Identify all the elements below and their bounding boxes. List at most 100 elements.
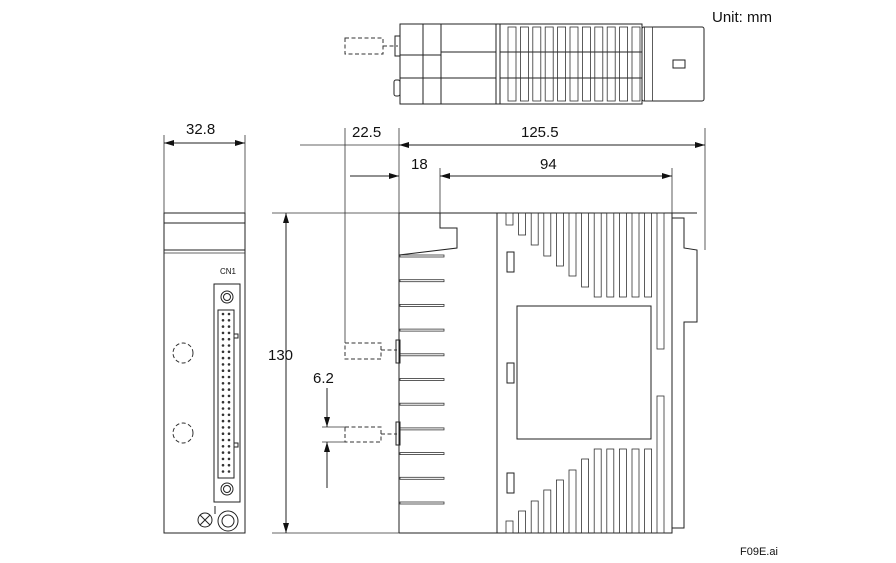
top-slat — [569, 26, 579, 102]
connector-pin — [221, 388, 225, 391]
dim-rear-offset: 22.5 — [352, 124, 381, 141]
connector-pin — [221, 375, 225, 379]
dim-body-depth: 94 — [540, 156, 557, 173]
dim-front-depth: 18 — [411, 156, 428, 173]
connector-pin — [227, 382, 231, 385]
connector-pin — [221, 445, 225, 448]
vent-slot — [656, 395, 665, 534]
top-slat — [532, 26, 542, 102]
connector-pin — [221, 470, 225, 473]
vent-slot — [619, 448, 627, 534]
dim-width-front: 32.8 — [186, 121, 215, 138]
cooling-fin — [399, 303, 445, 307]
connector-pin — [221, 337, 225, 341]
vent-slot — [518, 510, 526, 534]
vent-slot — [530, 500, 539, 534]
vent-slot — [581, 212, 589, 288]
top-slat — [507, 26, 517, 102]
connector-pin — [227, 312, 231, 316]
vent-slot — [606, 212, 615, 298]
cooling-fin — [399, 476, 445, 480]
vent-slot — [631, 448, 640, 534]
connector-pin — [227, 363, 231, 366]
connector-label-cn1: CN1 — [220, 267, 237, 276]
connector-pin — [221, 400, 225, 404]
dim-depth-total: 125.5 — [521, 124, 559, 141]
cooling-fin — [399, 501, 445, 505]
connector-pin — [227, 369, 231, 373]
connector-pin — [227, 438, 231, 442]
vent-slot — [518, 212, 526, 236]
vent-slot — [593, 448, 602, 534]
connector-pin — [221, 369, 225, 373]
vent-slot — [543, 212, 552, 257]
vent-slot — [619, 212, 627, 298]
top-slat — [544, 26, 554, 102]
connector-pin — [227, 400, 231, 404]
connector-pin — [227, 432, 231, 436]
top-slat — [606, 26, 616, 102]
connector-pin — [221, 356, 225, 360]
connector-pin — [221, 432, 225, 436]
connector-pin — [227, 457, 231, 461]
connector-pin — [227, 470, 231, 473]
vent-slot — [543, 489, 552, 534]
connector-pin — [227, 344, 231, 347]
top-slat — [644, 26, 653, 102]
connector-pin — [227, 463, 231, 467]
top-slat — [631, 26, 641, 102]
connector-pin — [227, 337, 231, 341]
vent-slot — [644, 212, 652, 298]
cooling-fin — [399, 279, 445, 283]
vent-slot — [556, 479, 564, 534]
connector-pin — [221, 382, 225, 385]
connector-pin — [221, 457, 225, 461]
connector-pin — [221, 325, 225, 328]
connector-pin — [221, 438, 225, 442]
cooling-fin — [399, 452, 445, 456]
connector-pin — [221, 413, 225, 417]
dim-pitch: 6.2 — [313, 370, 334, 387]
side-view — [344, 212, 698, 534]
connector-pin — [227, 394, 231, 398]
dimensions: 32.8 130 22.5 125.5 18 94 6.2 — [163, 121, 706, 534]
vent-slot — [568, 469, 577, 534]
top-slat — [520, 26, 529, 102]
cooling-fin — [399, 378, 445, 381]
connector-pin — [221, 451, 225, 454]
connector-pin — [227, 325, 231, 328]
connector-pin — [221, 419, 225, 423]
connector-pin — [221, 426, 225, 429]
top-slat — [582, 26, 591, 102]
top-view — [344, 23, 705, 105]
vent-slot — [644, 448, 652, 534]
vent-slot — [568, 212, 577, 277]
cooling-fin — [399, 254, 445, 258]
connector-pin — [221, 331, 225, 335]
connector-pin — [227, 319, 231, 322]
connector-pin — [227, 407, 231, 410]
cooling-fin — [399, 402, 445, 406]
connector-pin — [227, 426, 231, 429]
vent-slot — [593, 212, 602, 298]
vent-slot — [556, 212, 564, 267]
figure-id: F09E.ai — [740, 546, 778, 558]
connector-pin — [221, 463, 225, 467]
cn1-connector — [213, 283, 241, 503]
cooling-fin — [399, 328, 445, 332]
dim-height: 130 — [268, 347, 293, 364]
vent-slot — [606, 448, 615, 534]
vent-slot — [505, 212, 514, 226]
cooling-fin — [399, 353, 445, 357]
connector-pin — [227, 451, 231, 454]
vent-slot — [656, 212, 665, 350]
connector-pin — [221, 344, 225, 347]
connector-pin — [221, 312, 225, 316]
top-slat — [619, 26, 628, 102]
connector-pin — [227, 388, 231, 391]
vent-slot — [530, 212, 539, 246]
connector-pin — [221, 319, 225, 322]
connector-pin — [227, 350, 231, 354]
connector-pin — [221, 350, 225, 354]
